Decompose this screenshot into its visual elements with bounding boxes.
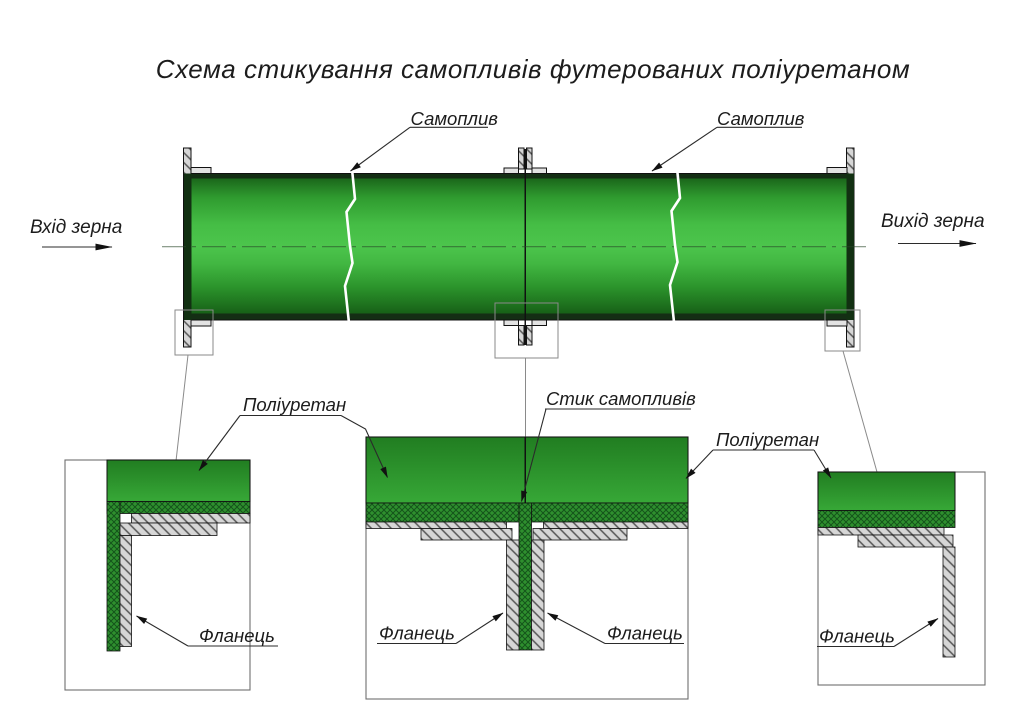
tab-bottom-left <box>190 319 212 327</box>
mid-joint-bottom-flange-a <box>518 325 525 346</box>
detail-left-polyurethane-section <box>106 501 251 514</box>
flange-mid-left-leader <box>455 612 504 644</box>
flange-mid-right-leader <box>547 612 606 644</box>
callout-link-right <box>842 350 878 473</box>
callout-rect-left <box>174 309 214 356</box>
detail-middle-pipe-wall-right <box>543 521 689 529</box>
label-samopliv-right: Самоплив <box>717 108 805 129</box>
samopliv-right-leader <box>651 126 718 172</box>
pipe-left-end-face <box>184 173 192 320</box>
break-line-right <box>668 167 682 323</box>
flange-left-leader <box>136 615 189 647</box>
callout-link-left <box>175 354 189 462</box>
pipe-bottom-wall <box>191 313 847 320</box>
label-grain-in: Вхід зерна <box>30 217 122 238</box>
label-flange-left: Фланець <box>199 625 275 646</box>
samopliv-left-leader <box>350 126 411 172</box>
tab-top-right <box>826 167 848 174</box>
label-flange-right: Фланець <box>819 626 895 647</box>
polyurethane-right-leader-b <box>813 449 832 479</box>
detail-right-flange-leg <box>942 546 956 658</box>
detail-right-pipe-wall <box>817 527 945 536</box>
label-flange-mid-left: Фланець <box>379 623 455 644</box>
label-samopliv-left: Самоплив <box>411 108 499 129</box>
detail-right-flange-plate <box>857 534 954 548</box>
break-line-left <box>343 168 357 324</box>
detail-middle-flange-plate-right <box>532 528 628 541</box>
polyurethane-left-leader-a <box>198 415 241 471</box>
detail-middle-polyurethane-layer <box>365 436 689 504</box>
detail-right-polyurethane-section <box>817 510 956 528</box>
detail-left-pipe-wall <box>131 513 251 524</box>
polyurethane-left-leader-b <box>340 415 389 478</box>
detail-left-polyurethane-layer <box>106 459 251 502</box>
callout-rect-middle <box>494 302 559 359</box>
label-joint: Стик самопливів <box>546 388 696 409</box>
pipe-top-wall <box>191 173 847 179</box>
detail-middle-polyurethane-joint-fill <box>518 502 532 651</box>
tab-top-left <box>190 167 212 174</box>
detail-left-polyurethane-wrap <box>106 501 121 652</box>
label-polyurethane-left: Поліуретан <box>243 394 346 415</box>
joint-leader <box>520 408 547 502</box>
mid-joint-top-flange-a <box>518 147 525 170</box>
leader-lines <box>42 126 977 648</box>
detail-left-flange-leg <box>119 535 132 647</box>
detail-right-polyurethane-layer <box>817 471 956 511</box>
detail-middle-pipe-wall-left <box>365 521 507 529</box>
pipe-body <box>191 178 847 314</box>
mid-joint-top-flange-b <box>526 147 533 170</box>
detail-view-middle <box>365 436 689 700</box>
detail-middle-flange-leg-right <box>531 539 545 651</box>
label-grain-out: Вихід зерна <box>881 211 985 232</box>
callout-rect-right <box>824 309 861 352</box>
label-polyurethane-right: Поліуретан <box>716 429 819 450</box>
detail-view-right <box>817 471 986 686</box>
drawing-title: Схема стикування самопливів футерованих … <box>156 54 910 84</box>
detail-left-flange-plate <box>119 522 218 536</box>
tab-bottom-right <box>826 319 848 327</box>
detail-middle-flange-leg-left <box>506 539 520 651</box>
flange-right-leader <box>893 618 939 647</box>
mid-joint-bottom-flange-b <box>526 325 533 346</box>
main-pipe-view <box>162 147 878 473</box>
label-flange-mid-right: Фланець <box>607 623 683 644</box>
detail-middle-flange-plate-left <box>420 528 513 541</box>
polyurethane-right-leader-a <box>685 449 714 479</box>
detail-view-left <box>64 459 251 691</box>
